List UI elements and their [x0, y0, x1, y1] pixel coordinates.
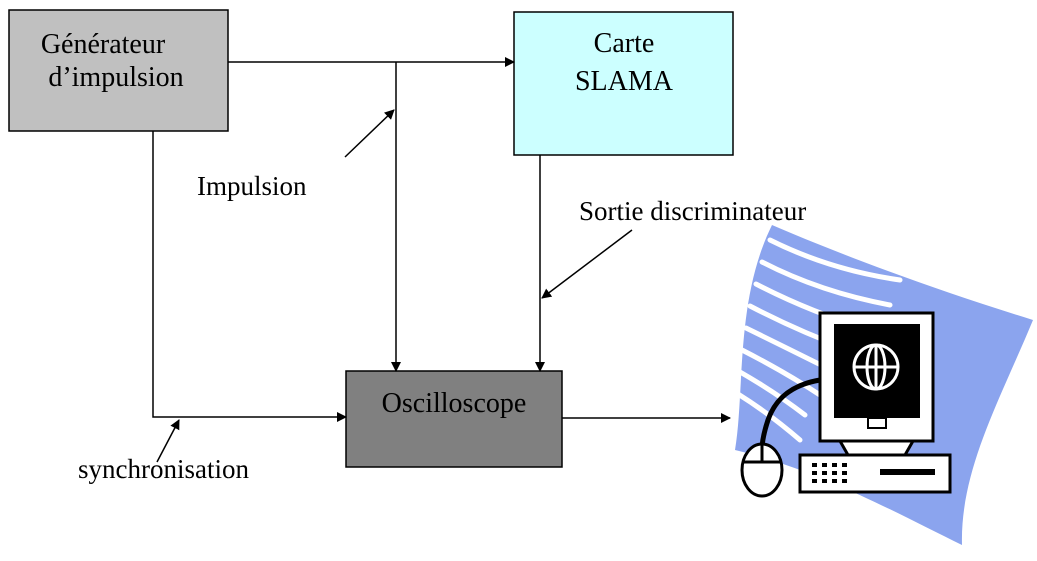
discriminator-output-label: Sortie discriminateur	[579, 196, 806, 226]
sync-line	[152, 131, 347, 422]
impulsion-label: Impulsion	[197, 171, 307, 201]
generator-label-line2: d’impulsion	[48, 62, 183, 93]
oscilloscope-box: Oscilloscope	[345, 370, 563, 468]
slama-card-box: Carte SLAMA	[513, 11, 734, 156]
label-pointers	[156, 109, 633, 463]
connections	[152, 57, 731, 423]
generator-box: Générateur d’impulsion	[8, 9, 229, 132]
impulsion-pointer-arrow	[344, 109, 395, 158]
card-label-line1: Carte	[594, 28, 655, 59]
oscilloscope-label: Oscilloscope	[382, 388, 527, 419]
generator-label-line1: Générateur	[41, 29, 166, 60]
card-label-line2: SLAMA	[575, 66, 674, 97]
discriminator-pointer-arrow	[541, 229, 633, 299]
mouse-icon	[740, 442, 784, 498]
sync-pointer-arrow	[156, 419, 180, 463]
synchronisation-label: synchronisation	[78, 454, 249, 484]
computer-icon	[740, 311, 952, 498]
globe-icon	[852, 343, 900, 391]
keyboard-keys	[812, 463, 935, 483]
